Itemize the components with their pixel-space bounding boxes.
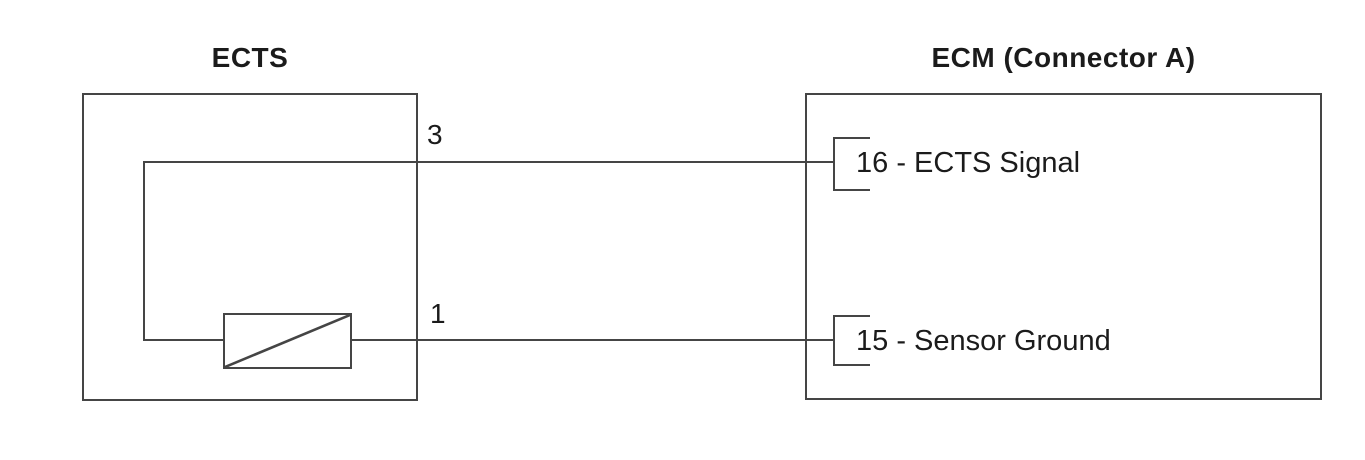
ecm-title: ECM (Connector A) bbox=[931, 42, 1196, 73]
ecm-pin-15-bracket-icon bbox=[833, 315, 870, 366]
ects-internal-wire-horizontal bbox=[143, 339, 225, 341]
ecm-component-box bbox=[805, 93, 1322, 400]
ects-internal-wire-vertical bbox=[143, 161, 145, 341]
ects-component-box bbox=[82, 93, 418, 401]
ects-pin-3-number: 3 bbox=[427, 119, 443, 150]
wire-ground-line bbox=[350, 339, 835, 341]
resistor-icon bbox=[223, 313, 352, 369]
wire-signal-line bbox=[143, 161, 835, 163]
ects-title: ECTS bbox=[211, 42, 289, 73]
ecm-pin-15-label: 15 - Sensor Ground bbox=[853, 325, 1114, 357]
ects-pin-1-number: 1 bbox=[430, 298, 446, 329]
ecm-pin-16-label: 16 - ECTS Signal bbox=[853, 147, 1084, 179]
ecm-pin-16-bracket-icon bbox=[833, 137, 870, 191]
